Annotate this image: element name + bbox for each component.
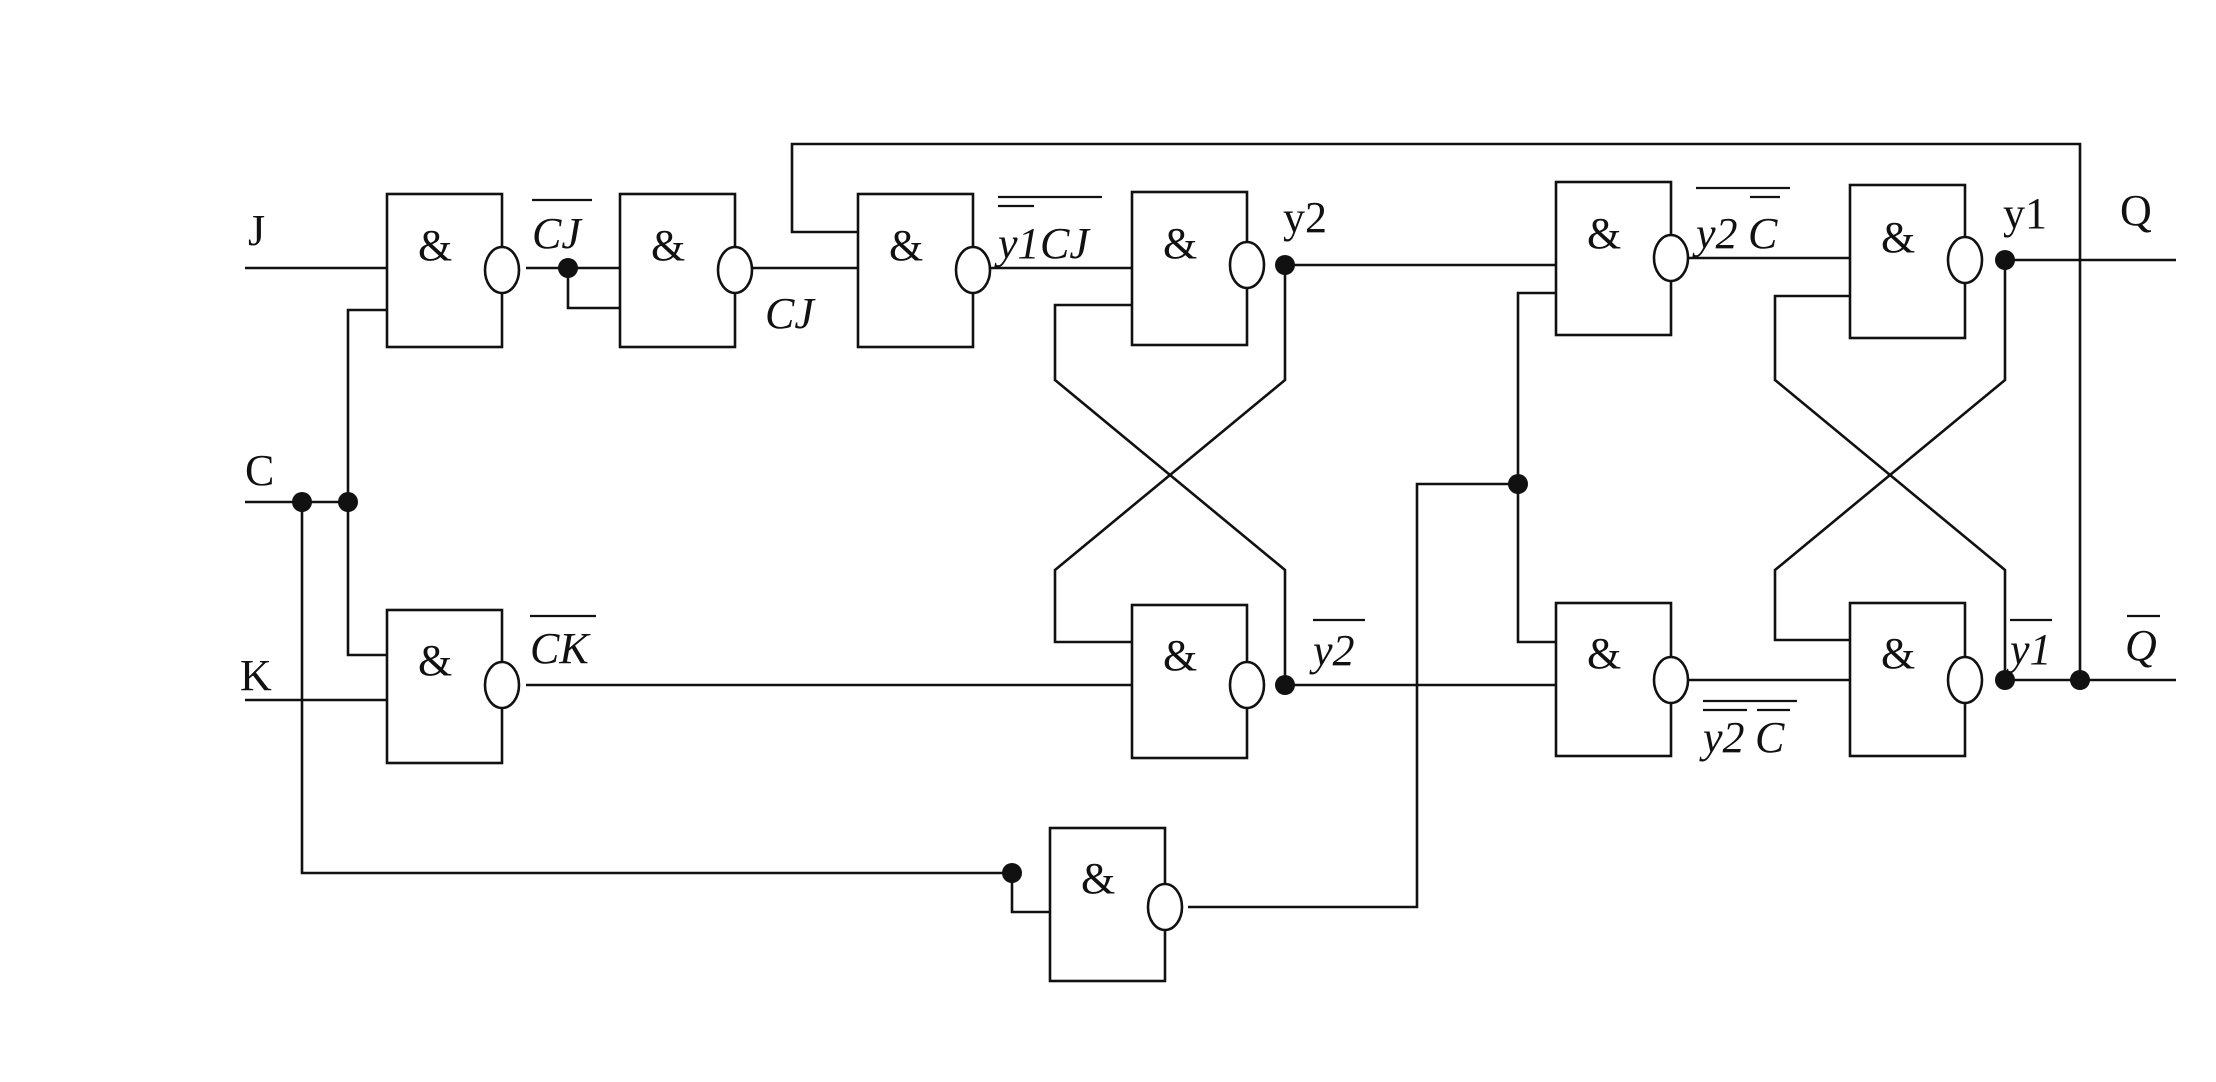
label-y2: y2 (1283, 193, 1327, 242)
junction-dot (292, 492, 312, 512)
signal-labels: J C K CJ CJ y1 CJ y2 CK y2 y2 C y2 C y1 (240, 186, 2160, 762)
wire-slave-cross-a (1773, 260, 2007, 642)
junction-dot (338, 492, 358, 512)
gate-slave-latch-top: & (1848, 183, 1984, 340)
output-label-q-bar: Q (2125, 621, 2157, 670)
gate-y1-cj: & (856, 192, 992, 349)
wire-slave-cross-b (1773, 294, 2007, 680)
gate-symbol: & (1163, 219, 1197, 268)
gate-ck: & (385, 608, 521, 765)
gate-symbol: & (1081, 854, 1115, 903)
wire-cj-bar-tie (566, 268, 620, 310)
inversion-bubble (1146, 882, 1184, 932)
junction-dot (1002, 863, 1022, 883)
junction-dot (1995, 250, 2015, 270)
gate-symbol: & (1881, 629, 1915, 678)
wire-master-cross-b (1053, 303, 1287, 685)
inversion-bubble (483, 660, 521, 710)
input-label-k: K (240, 651, 272, 700)
wire-cbar-to-slave-bottom (1516, 484, 1556, 644)
label-y1-cj-cj: CJ (1040, 219, 1091, 268)
gate-symbol: & (1587, 209, 1621, 258)
junction-dot (2070, 670, 2090, 690)
junction-dot (1995, 670, 2015, 690)
gate-slave-input-bottom: & (1554, 601, 1690, 758)
gate-symbol: & (418, 636, 452, 685)
label-ck-bar: CK (530, 624, 591, 673)
label-y1: y1 (2003, 189, 2047, 238)
gate-symbol: & (1163, 631, 1197, 680)
gate-clock-inverter: & (1048, 826, 1184, 983)
label-y1-cj-y1: y1 (994, 219, 1040, 268)
label-y2bar-cbar-c: C (1755, 713, 1785, 762)
wiring (245, 142, 2176, 914)
input-label-c: C (245, 446, 274, 495)
inversion-bubble (1652, 655, 1690, 705)
gate-symbol: & (1587, 629, 1621, 678)
junction-dot (1275, 255, 1295, 275)
gate-master-top: & (1130, 190, 1266, 347)
label-cj-bar: CJ (532, 209, 583, 258)
wire-master-cross-a (1053, 265, 1287, 644)
inversion-bubble (1946, 235, 1984, 285)
gate-symbol: & (889, 221, 923, 270)
junction-dot (1275, 675, 1295, 695)
label-y2-cbar-y2: y2 (1692, 209, 1738, 258)
gate-symbol: & (418, 221, 452, 270)
inversion-bubble (1228, 240, 1266, 290)
output-label-q: Q (2120, 186, 2152, 235)
label-y2-cbar-c: C (1748, 209, 1778, 258)
gate-slave-input-top: & (1554, 180, 1690, 337)
label-cj: CJ (765, 289, 816, 338)
wire-cbar-to-slave-top (1516, 291, 1556, 484)
junction-dot (558, 258, 578, 278)
inversion-bubble (1228, 660, 1266, 710)
wire-c-to-clock-inverter (300, 502, 1012, 875)
gate-cj-inverter: & (618, 192, 754, 349)
gate-cj: & (385, 192, 521, 349)
inversion-bubble (716, 245, 754, 295)
wire-clock-inverter-out (1188, 482, 1518, 909)
gate-symbol: & (1881, 213, 1915, 262)
gate-symbol: & (651, 221, 685, 270)
gate-master-bottom: & (1130, 603, 1266, 760)
label-y1-bar: y1 (2006, 625, 2052, 674)
wire-clock-inverter-tie (1010, 873, 1050, 914)
junction-dot (1508, 474, 1528, 494)
inversion-bubble (483, 245, 521, 295)
wire-c-to-j-gate (346, 308, 387, 502)
label-y2bar-cbar-y2: y2 (1699, 713, 1745, 762)
junction-dots (292, 250, 2090, 883)
wire-feedback-q-bar (790, 142, 2082, 680)
wire-c-to-k-gate (346, 502, 387, 657)
label-y2-bar: y2 (1309, 626, 1355, 675)
inversion-bubble (1652, 233, 1690, 283)
gate-slave-latch-bottom: & (1848, 601, 1984, 758)
inversion-bubble (954, 245, 992, 295)
input-label-j: J (248, 206, 265, 255)
inversion-bubble (1946, 655, 1984, 705)
